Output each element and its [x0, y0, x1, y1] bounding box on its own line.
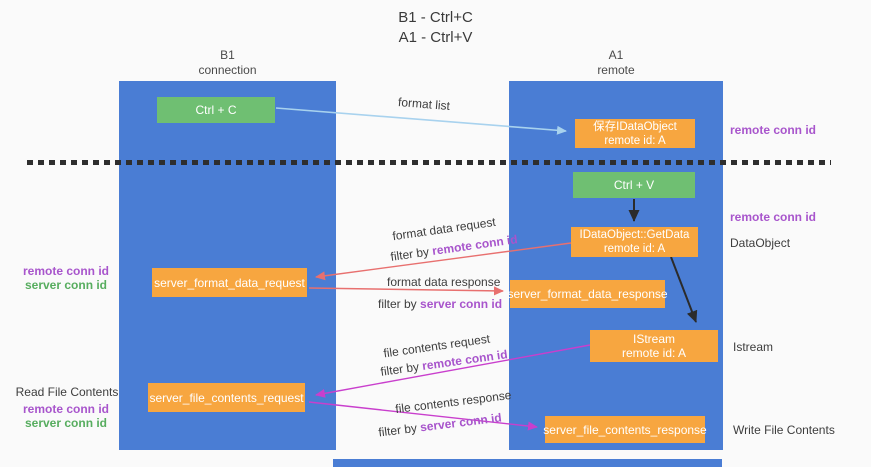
server-file-contents-response-label: server_file_contents_response [543, 422, 707, 437]
node-getdata: IDataObject::GetData remote id: A [571, 227, 698, 257]
label-format-list: format list [397, 94, 451, 114]
filter-by-text: filter by [377, 420, 422, 440]
annotation-conn-ids-top: remote conn id server conn id [16, 264, 116, 292]
column-b1-role: connection [198, 63, 257, 77]
node-server-format-data-request: server_format_data_request [152, 268, 307, 297]
annotation-write-file-contents: Write File Contents [733, 423, 835, 437]
filter-by-text: filter by [389, 244, 434, 264]
node-ctrl-v: Ctrl + V [573, 172, 695, 198]
column-header-a1: A1 remote [509, 48, 723, 78]
annotation-dataobject: DataObject [730, 236, 791, 250]
node-istream: IStream remote id: A [590, 330, 718, 362]
annotation-server-conn-id-left-2: server conn id [24, 416, 108, 430]
annotation-conn-ids-bottom: remote conn id server conn id [16, 402, 116, 430]
node-server-file-contents-request: server_file_contents_request [148, 383, 305, 412]
annotation-server-conn-id-left-1: server conn id [24, 278, 108, 292]
annotation-remote-conn-id-1: remote conn id [730, 123, 817, 137]
istream-line1: IStream [632, 332, 675, 346]
label-filter-server-1: filter by server conn id [378, 297, 502, 311]
remote-conn-id-text: remote conn id [431, 232, 519, 258]
istream-line2: remote id: A [621, 346, 687, 360]
ctrl-v-label: Ctrl + V [613, 178, 655, 192]
node-server-format-data-response: server_format_data_response [507, 280, 668, 308]
column-a1-name: A1 [608, 48, 624, 62]
server-format-data-request-label: server_format_data_request [154, 275, 305, 290]
ctrl-c-label: Ctrl + C [195, 103, 237, 117]
title-line-1: B1 - Ctrl+C [398, 9, 473, 26]
cutoff-panel-bottom [333, 459, 722, 467]
annotation-read-file-contents: Read File Contents [15, 385, 119, 399]
node-save-dataobject: 保存IDataObject remote id: A [575, 119, 695, 148]
server-conn-id-text: server conn id [419, 410, 503, 435]
getdata-line1: IDataObject::GetData [579, 229, 690, 241]
server-format-data-response-label: server_format_data_response [507, 287, 668, 301]
annotation-remote-conn-id-2: remote conn id [730, 210, 817, 224]
getdata-line2: remote id: A [603, 243, 666, 255]
server-conn-id-text: server conn id [420, 297, 503, 311]
annotation-istream: Istream [733, 340, 774, 354]
annotation-remote-conn-id-left-1: remote conn id [22, 264, 109, 278]
server-file-contents-request-label: server_file_contents_request [149, 390, 304, 405]
column-b1-name: B1 [220, 48, 235, 62]
node-server-file-contents-response: server_file_contents_response [543, 416, 707, 443]
annotation-remote-conn-id-left-2: remote conn id [22, 402, 109, 416]
node-ctrl-c: Ctrl + C [157, 97, 275, 123]
save-dataobject-line1: 保存IDataObject [593, 120, 677, 133]
label-format-data-response: format data response [387, 275, 501, 289]
dashed-separator [27, 160, 831, 165]
save-dataobject-line2: remote id: A [604, 134, 666, 147]
title-line-2: A1 - Ctrl+V [398, 29, 473, 46]
column-a1-role: remote [597, 63, 635, 77]
column-header-b1: B1 connection [119, 48, 336, 78]
filter-by-text: filter by [379, 359, 424, 379]
filter-by-text: filter by [378, 297, 421, 311]
diagram-title: B1 - Ctrl+C A1 - Ctrl+V [0, 8, 871, 48]
